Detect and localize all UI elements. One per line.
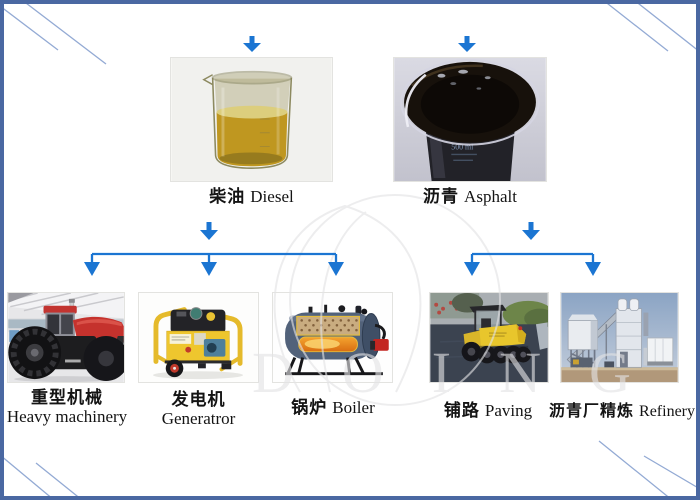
heavy-machinery-label-zh: 重型机械 [31,388,103,407]
generator-label: 发电机 Generatror [138,390,259,428]
asphalt-label-en: Asphalt [464,187,517,206]
frame-top [0,0,700,4]
asphalt-beaker: 500 ml [400,58,540,181]
generator-photo [138,292,259,383]
generator [153,307,243,378]
asphalt-photo: 500 ml [393,57,547,182]
diesel-photo-illustration [171,58,332,181]
boiler-label-en: Boiler [332,398,375,417]
paving-photo-illustration [430,293,548,382]
asphalt-photo-illustration: 500 ml [394,58,546,181]
refinery-label-zh: 沥青厂精炼 [549,403,635,420]
boiler-label-zh: 锅炉 [291,398,328,417]
refinery-label-en: Refinery [639,403,695,420]
arrow-diesel-to-branch [200,222,218,240]
heavy-machinery-label-en: Heavy machinery [6,407,128,427]
diesel-label-en: Diesel [250,187,294,206]
tractor [8,298,124,382]
boiler-photo [272,292,393,383]
generator-photo-illustration [139,293,258,382]
frame-bottom [0,496,700,500]
generator-label-en: Generatror [161,409,236,429]
arrow-asphalt-to-branch [522,222,540,240]
heavy-machinery-photo-illustration [8,293,124,382]
frame-left [0,0,4,500]
diesel-branch-tree [84,252,344,276]
asphalt-branch-tree [464,252,601,276]
beaker-marking: 500 ml [451,143,474,152]
diesel-label-zh: 柴油 [209,187,246,206]
diesel-photo [170,57,333,182]
frame-right [696,0,700,500]
paving-photo [429,292,549,383]
arrow-into-asphalt [458,36,476,52]
asphalt-label-zh: 沥青 [423,187,460,206]
boiler-photo-illustration [273,293,392,382]
paving-label-zh: 铺路 [443,401,480,420]
refinery-photo [560,292,679,383]
arrow-into-diesel [243,36,261,52]
heavy-machinery-photo [7,292,125,383]
asphalt-plant [566,298,674,368]
paving-label-en: Paving [484,401,533,420]
diesel-beaker [202,70,293,169]
refinery-photo-illustration [561,293,678,382]
heavy-machinery-label: 重型机械 Heavy machinery [0,388,134,426]
generator-label-zh: 发电机 [171,390,226,409]
